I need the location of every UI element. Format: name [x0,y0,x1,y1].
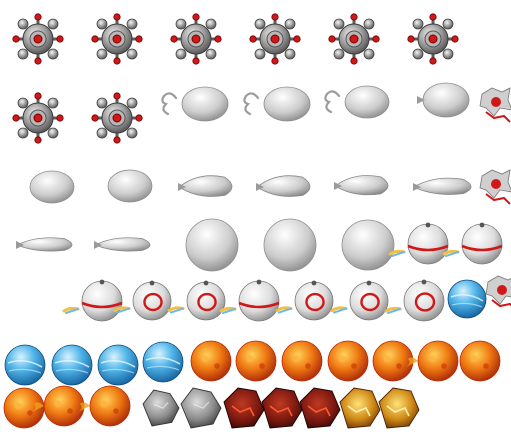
balloon-icon [263,218,317,272]
balloon-icon [324,85,390,119]
water-orb-icon [4,344,46,386]
fireball-icon [281,340,323,382]
fireball-icon [235,340,277,382]
spiked-mine-icon [170,13,222,65]
fireball-icon [78,385,131,427]
lava-rock-icon [223,387,265,429]
burst-debris-icon [485,275,511,308]
lava-rock-icon [339,387,381,429]
capsule-orb-icon [388,222,449,265]
balloon-icon [243,86,311,122]
balloon-icon [107,169,153,203]
capsule-orb-icon [219,279,280,322]
lava-rock-icon [378,387,420,429]
fireball-icon [406,340,459,382]
balloon-icon [412,177,472,195]
fireball-icon [32,385,85,427]
lava-rock-icon [261,387,303,429]
fireball-icon [372,340,414,382]
balloon-icon [16,237,73,252]
burst-debris-icon [479,87,511,123]
water-orb-icon [447,279,487,319]
spiked-mine-icon [12,13,64,65]
fireball-icon [459,340,501,382]
balloon-icon [29,170,75,204]
spiked-mine-icon [12,92,64,144]
capsule-orb-icon [167,280,226,321]
spiked-mine-icon [249,13,301,65]
balloon-icon [341,219,395,271]
capsule-orb-icon [113,280,172,321]
fireball-icon [190,340,232,382]
water-orb-icon [142,341,184,383]
balloon-icon [161,86,229,122]
balloon-icon [256,175,311,197]
spiked-mine-icon [407,13,459,65]
capsule-orb-icon [384,279,445,322]
balloon-icon [417,82,470,118]
water-orb-icon [97,344,139,386]
capsule-orb-icon [442,222,503,265]
spiked-mine-icon [91,13,143,65]
spiked-mine-icon [91,92,143,144]
capsule-orb-icon [62,279,123,322]
balloon-icon [178,175,233,197]
balloon-icon [185,218,239,272]
lava-rock-icon [299,387,341,429]
fireball-icon [3,387,45,429]
rock-icon [180,387,222,429]
fireball-icon [327,340,369,382]
spiked-mine-icon [328,13,380,65]
capsule-orb-icon [275,280,334,321]
balloon-icon [334,175,389,196]
capsule-orb-icon [330,280,389,321]
rock-icon [142,389,180,427]
water-orb-icon [51,344,93,386]
burst-debris-icon [479,169,511,205]
balloon-icon [94,237,151,252]
